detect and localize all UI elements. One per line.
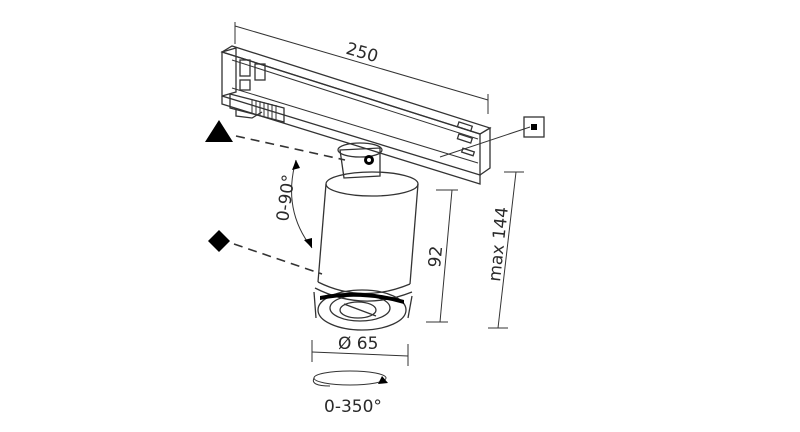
diameter-dimension: Ø 65 bbox=[311, 334, 409, 366]
tilt-label: 0-90° bbox=[273, 173, 299, 222]
rail-ribbed-connector bbox=[229, 93, 285, 123]
diamond-icon bbox=[208, 230, 323, 275]
diameter-label: Ø 65 bbox=[338, 334, 378, 354]
height-dimension: 92 bbox=[425, 189, 458, 323]
height-label: 92 bbox=[425, 245, 447, 269]
pan-label: 0-350° bbox=[324, 397, 382, 417]
max-height-label: max 144 bbox=[485, 206, 513, 283]
track-rail bbox=[220, 45, 492, 185]
tilt-rotation-indicator: 0-90° bbox=[273, 159, 313, 249]
pan-rotation-indicator: 0-350° bbox=[312, 370, 388, 417]
triangle-icon bbox=[205, 120, 346, 161]
max-height-dimension: max 144 bbox=[485, 171, 524, 329]
spotlight-head bbox=[313, 142, 419, 331]
square-dot-icon bbox=[439, 116, 545, 158]
length-label: 250 bbox=[344, 39, 381, 67]
